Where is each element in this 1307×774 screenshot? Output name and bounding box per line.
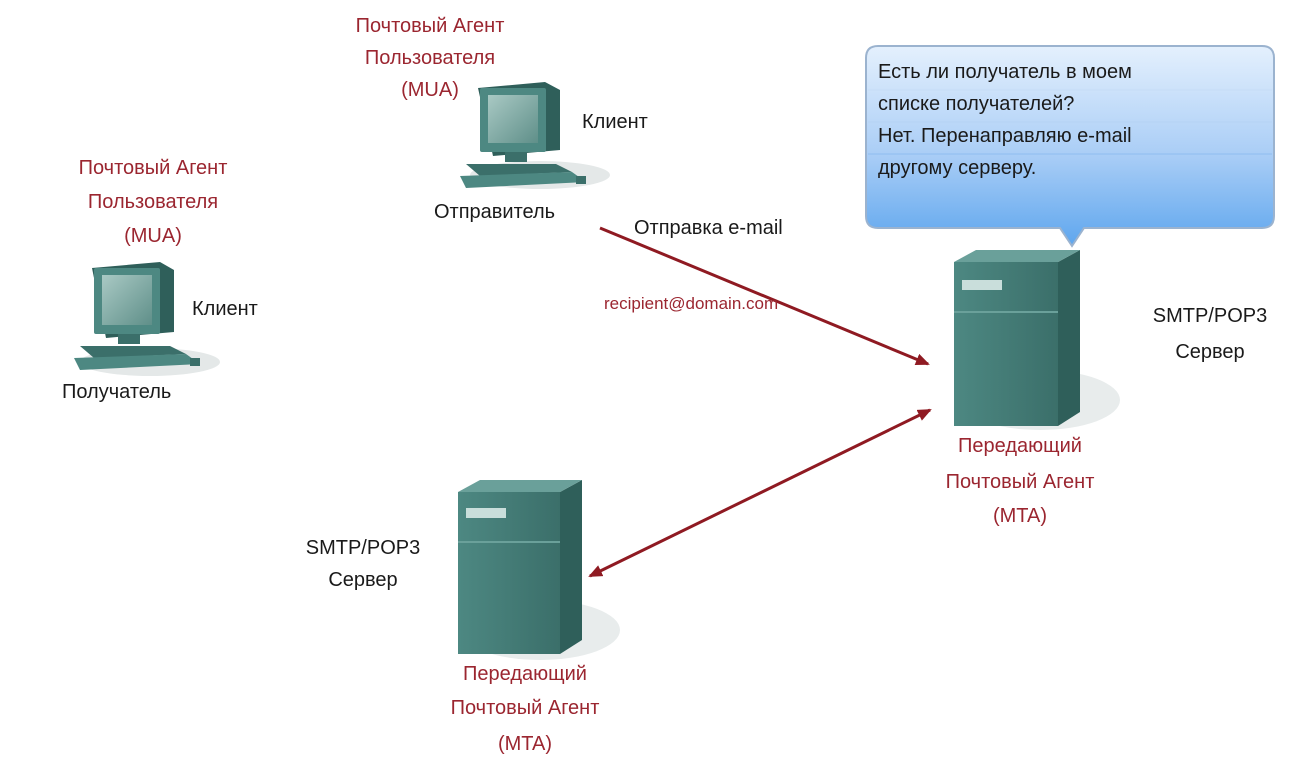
sender-role-label: Клиент (582, 111, 648, 133)
recipient-role-label: Клиент (192, 298, 258, 320)
recipient-agent-line1: Почтовый Агент (78, 157, 228, 179)
bubble-line-3: Нет. Перенаправляю e-mail (878, 125, 1132, 147)
sender-agent-line2: Пользователя (364, 47, 496, 69)
sender-computer-icon (460, 82, 610, 189)
recipient-computer-icon (74, 262, 220, 376)
right-server-protocol: SMTP/POP3 (1152, 305, 1268, 327)
bottom-server-agent-line2: Почтовый Агент (450, 697, 600, 719)
speech-bubble-text: Есть ли получатель в моем списке получат… (866, 46, 1274, 228)
send-arrow (599, 226, 930, 366)
right-server-agent-line1: Передающий (958, 435, 1082, 457)
recipient-agent-line2: Пользователя (87, 191, 219, 213)
right-server-agent-line3: (MTA) (992, 505, 1048, 527)
bottom-server-role: Сервер (328, 569, 398, 591)
recipient-address-label: recipient@domain.com (604, 294, 779, 313)
right-server-role: Сервер (1175, 341, 1245, 363)
right-server-icon (954, 250, 1120, 430)
speech-bubble (865, 45, 1275, 248)
relay-arrow (588, 408, 932, 578)
bubble-line-4: другому серверу. (878, 157, 1037, 179)
sender-caption: Отправитель (434, 201, 556, 223)
recipient-caption: Получатель (62, 381, 172, 403)
right-server-agent-line2: Почтовый Агент (945, 471, 1095, 493)
bottom-server-icon (458, 480, 620, 660)
sender-agent-line1: Почтовый Агент (355, 15, 505, 37)
sender-agent-line3: (MUA) (401, 79, 459, 101)
bottom-server-agent-line1: Передающий (463, 663, 587, 685)
bottom-server-agent-line3: (MTA) (497, 733, 553, 755)
send-email-label: Отправка e-mail (634, 217, 783, 239)
recipient-agent-line3: (MUA) (124, 225, 182, 247)
bottom-server-protocol: SMTP/POP3 (305, 537, 421, 559)
bubble-line-2: списке получателей? (878, 93, 1075, 115)
bubble-line-1: Есть ли получатель в моем (878, 61, 1132, 83)
